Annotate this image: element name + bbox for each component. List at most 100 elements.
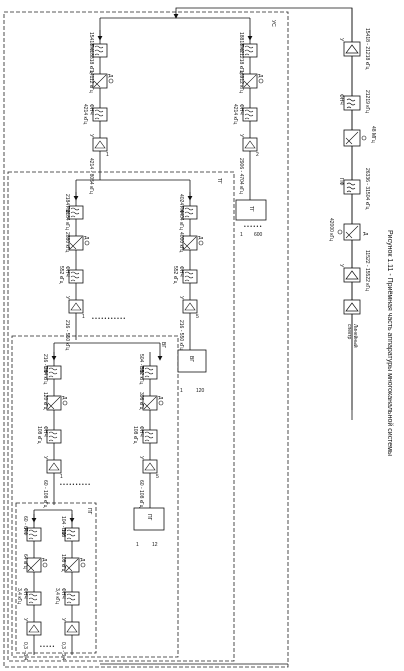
- tg-right-amp-label: У: [178, 296, 184, 300]
- tg-left-osc-icon: [84, 240, 90, 246]
- pg-right-amp-label: У: [60, 618, 66, 622]
- pg-left-lpf-band: 3,4 кГц: [16, 588, 22, 604]
- tg-right-num: 5: [196, 314, 199, 320]
- vg-left-num: 1: [60, 474, 63, 480]
- us-left-amp: [92, 137, 108, 152]
- tg-right-demod-label: Д: [197, 236, 203, 240]
- us-right-num: 2: [256, 152, 259, 158]
- us-right-bpf: [242, 43, 258, 58]
- right-osc-lower-icon: [337, 229, 343, 235]
- us-right-demod-label: Д: [257, 74, 263, 78]
- tg-right-lpf-band: 552 кГц: [172, 266, 178, 284]
- us-left-filter-label: ПФ: [88, 44, 94, 52]
- right-amp-label-1: У: [338, 38, 344, 42]
- vg-left-lpf-wave-icon: [48, 431, 58, 442]
- tg-right-osc-label: 4000 кГц: [178, 232, 184, 252]
- us-left-demod-mixer-icon: [93, 74, 107, 88]
- right-input-label-2: спектр: [346, 324, 352, 340]
- right-band-1: 11522 - 15522 кГц: [364, 250, 370, 291]
- group-us-frame: [3, 11, 289, 668]
- figure-caption: Рисунок 1.11 - Приёмная часть аппаратуры…: [386, 230, 394, 456]
- tg-right-lpf-wave-icon: [184, 271, 194, 282]
- group-vg-frame: [11, 335, 179, 658]
- tg-left-lpf-label: ФНЧ: [64, 266, 70, 277]
- tg-block-num-l: 1: [180, 388, 183, 394]
- tg-right-lpf-label: ФНЧ: [178, 266, 184, 277]
- pg-left-amp-triangle-icon: [28, 624, 40, 633]
- vg-left-osc-label: 120 кГц: [42, 392, 48, 410]
- right-amp-bottom-triangle-icon: [345, 270, 359, 280]
- vg-left-filter-label: ПФ: [42, 366, 48, 374]
- right-band-2: 26336 - 31504 кГц: [364, 168, 370, 210]
- tg-left-amp-label: У: [64, 296, 70, 300]
- vg-left-out-band: 60 - 108 кГц: [42, 480, 48, 508]
- us-left-osc-icon: [108, 78, 114, 84]
- right-filter-lpf-label: ФНЧ: [338, 94, 344, 105]
- vg-right-band: 504 - 552 кГц: [138, 354, 144, 384]
- us-right-filter-label: ПФ: [238, 44, 244, 52]
- tg-right-bpf: [182, 205, 198, 220]
- tg-block-label: ВГ: [188, 356, 194, 362]
- us-left-num: 1: [106, 152, 109, 158]
- tg-right-lpf: [182, 269, 198, 284]
- pg-left-out-band: 0,3 - 3,4: [22, 642, 28, 661]
- vg-left-lpf-label: ФНЧ: [42, 426, 48, 437]
- tg-left-lpf: [68, 269, 84, 284]
- tg-right-demod-mixer-icon: [183, 236, 197, 250]
- tg-block-num-r: 120: [196, 388, 205, 394]
- vg-right-amp-label: У: [138, 456, 144, 460]
- vg-right-lpf-label: ФНЧ: [138, 426, 144, 437]
- tg-left-lpf-band: 552 кГц: [58, 266, 64, 284]
- us-block-num-r: 600: [254, 232, 263, 238]
- vg-left-band: 216 - 264 кГц: [42, 354, 48, 384]
- us-block-num-l: 1: [240, 232, 243, 238]
- tg-left-amp-triangle-icon: [70, 302, 82, 311]
- vg-left-osc-icon: [62, 400, 68, 406]
- tg-left-lpf-wave-icon: [70, 271, 80, 282]
- right-input-label-1: Линейный: [352, 324, 359, 348]
- vg-dots: • • • • • • • • • •: [60, 482, 90, 488]
- vg-right-amp-triangle-icon: [144, 462, 156, 471]
- vg-left-demod-mixer-icon: [47, 396, 61, 410]
- pg-left-bpf-wave-icon: [28, 529, 38, 540]
- right-band-3: 21219 кГц: [364, 90, 370, 113]
- vg-right-lpf-wave-icon: [144, 431, 154, 442]
- us-left-bpf: [92, 43, 108, 58]
- vg-right-osc-label: 396 кГц: [138, 392, 144, 410]
- pg-right-demod-label: Д: [79, 558, 85, 562]
- vg-left-amp-label: У: [42, 456, 48, 460]
- pg-left-demod-mixer-icon: [27, 558, 41, 572]
- vg-right-demod-label: Д: [157, 396, 163, 400]
- vg-right-amp: [142, 459, 158, 474]
- tg-left-demod-mixer-icon: [69, 236, 83, 250]
- pg-left-osc-label: 64 кГц: [22, 554, 28, 569]
- us-block-dots: • • • • • •: [244, 224, 262, 230]
- us-left-osc-label: 14112 кГц: [88, 70, 94, 93]
- vg-right-osc-icon: [158, 400, 164, 406]
- pg-right-lpf-label: ФНЧ: [60, 588, 66, 599]
- right-bpf: [343, 179, 361, 195]
- vg-right-num: 5: [156, 474, 159, 480]
- vg-left-bpf: [46, 365, 62, 380]
- right-amp-bottom: [343, 267, 361, 283]
- tg-right-band: 4024 - 4404 кГц: [178, 194, 184, 230]
- tg-dots: • • • • • • • • • • •: [92, 316, 125, 322]
- right-input-amp: [343, 299, 361, 315]
- us-right-osc-label: 16912 кГц: [238, 70, 244, 93]
- us-right-lpf: [242, 107, 258, 122]
- pg-left-band: 60 - 64: [22, 516, 28, 532]
- vg-left-lpf: [46, 429, 62, 444]
- us-right-lpf-band: 4214 кГц: [232, 104, 238, 124]
- right-osc-1: 42000 кГц: [328, 218, 334, 241]
- vg-right-lpf: [142, 429, 158, 444]
- pg-left-amp-label: У: [22, 618, 28, 622]
- pg-dots: • • • • •: [40, 644, 55, 650]
- vg-right-lpf-band: 108 кГц: [132, 426, 138, 444]
- pg-right-osc-label: 108 кГц: [60, 554, 66, 572]
- right-input-triangle-icon: [345, 302, 359, 312]
- pg-right-amp: [64, 621, 80, 636]
- pg-right-lpf-wave-icon: [66, 593, 76, 604]
- us-left-lpf-band: 4214 кГц: [82, 104, 88, 124]
